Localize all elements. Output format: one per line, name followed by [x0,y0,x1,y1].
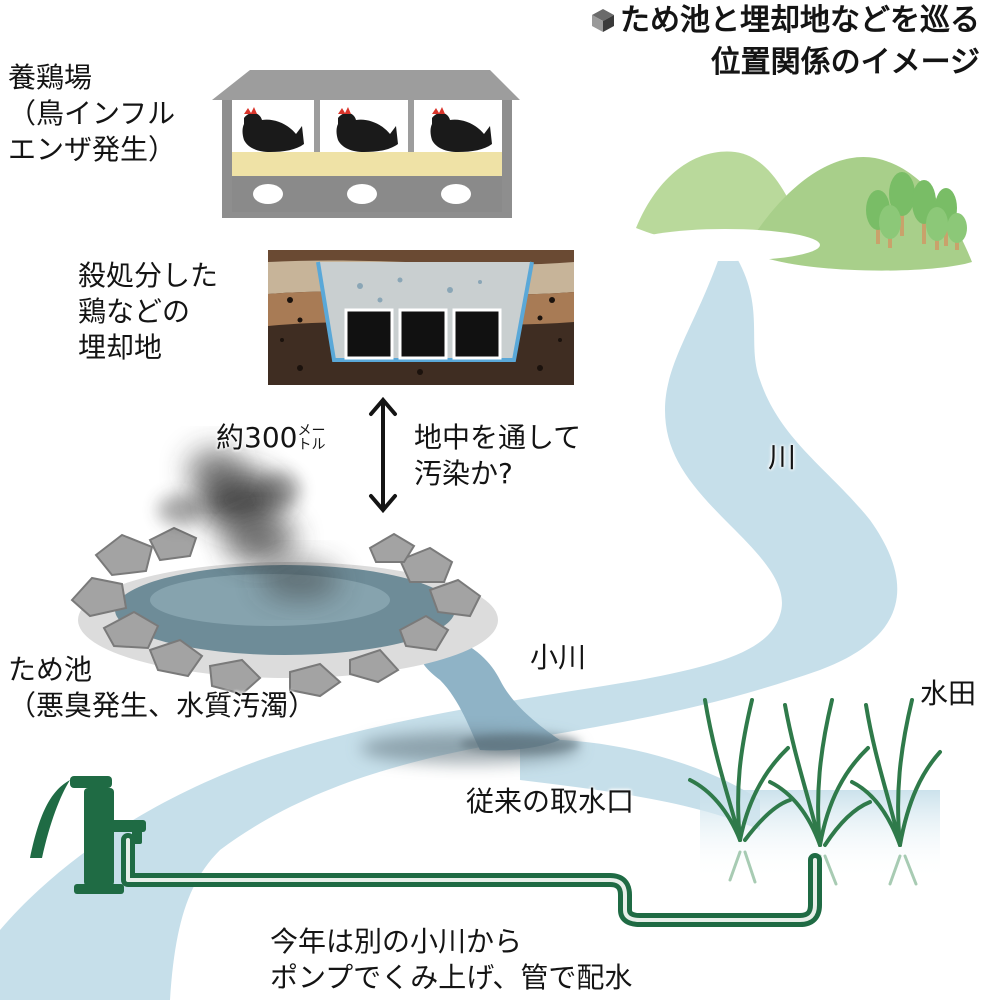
stream-label: 小川 [530,641,587,674]
pond-label: ため池 （悪臭発生、水質汚濁） [8,653,317,722]
poultry-farm-label: 養鶏場 （鳥インフル エンザ発生） [8,61,177,166]
stream [419,630,560,751]
paddy-label: 水田 [920,677,977,710]
hills [630,151,972,271]
hand-pump [30,776,146,894]
burial-site [268,250,574,385]
smoke [158,448,340,600]
water-pipe-highlight [126,838,817,922]
burial-site-label: 殺処分した 鶏などの 埋却地 [78,259,219,364]
distance-unit: メートル [297,423,326,453]
diagram-title-line-2: 位置関係のイメージ [710,45,980,80]
distance-value: 約300 [216,421,298,454]
old-intake-label: 従来の取水口 [466,785,635,818]
distance-label: 約300メートル [216,420,325,456]
distance-arrow [369,396,397,514]
paddy-field [688,698,942,886]
trees [866,172,967,250]
cube-icon [592,9,614,32]
title-line-1: ため池と埋却地などを巡る [620,3,980,38]
new-source-label: 今年は別の小川から ポンプでくみ上げ、管で配水 [270,925,633,994]
pond [70,526,498,698]
river-label: 川 [768,441,797,474]
underground-contamination-label: 地中を通して 汚染か? [414,421,582,490]
poultry-barn [212,70,520,218]
diagram-title: ため池と埋却地などを巡る [445,2,980,40]
pollution-plume [360,732,580,764]
